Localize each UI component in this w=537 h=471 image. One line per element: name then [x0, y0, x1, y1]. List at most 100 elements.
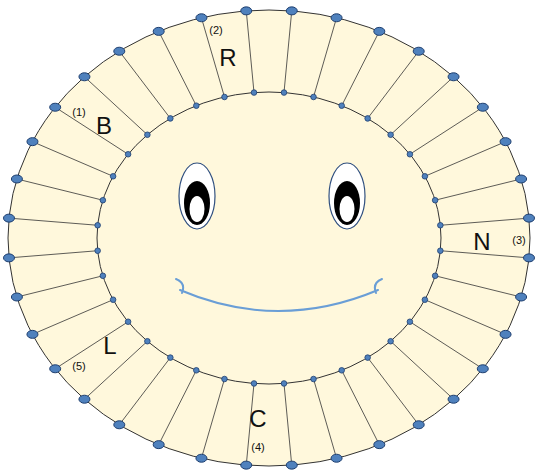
outer-dot	[448, 395, 459, 403]
pupil	[184, 181, 210, 225]
segment-divider	[55, 107, 128, 154]
segment-divider	[314, 18, 337, 97]
outer-dot	[11, 293, 22, 301]
inner-dot	[388, 338, 394, 344]
segment-divider	[314, 379, 337, 458]
inner-dot	[438, 222, 444, 228]
inner-dot	[422, 173, 428, 179]
inner-dot	[339, 103, 345, 109]
segment-letter: L	[103, 334, 116, 358]
pupil	[334, 181, 360, 225]
inner-dot	[168, 355, 174, 361]
segment-divider	[284, 11, 292, 93]
segment-divider	[368, 51, 419, 118]
segment-divider	[440, 218, 529, 225]
segment-letter: R	[219, 46, 236, 70]
outer-dot	[331, 14, 342, 22]
segment-divider	[32, 300, 113, 335]
outer-dot	[153, 27, 164, 35]
outer-dot	[241, 461, 252, 469]
inner-dot	[110, 297, 116, 303]
outer-dot	[374, 441, 385, 449]
inner-dot	[365, 116, 371, 122]
eye-white	[329, 163, 365, 229]
inner-dot	[407, 151, 413, 157]
inner-dot	[251, 90, 257, 96]
segment-divider	[391, 77, 454, 135]
inner-face	[97, 92, 441, 384]
outer-dot	[500, 138, 511, 146]
segment-divider	[9, 251, 98, 258]
outer-dot	[374, 27, 385, 35]
callout-number: (4)	[251, 442, 264, 453]
callout-number: (5)	[72, 361, 85, 372]
outer-dot	[11, 175, 22, 183]
outer-dot	[524, 214, 535, 222]
segment-divider	[410, 107, 483, 154]
outer-dot	[286, 7, 297, 15]
inner-dot	[222, 376, 228, 382]
inner-dot	[432, 273, 438, 279]
segment-divider	[84, 77, 147, 135]
inner-dot	[251, 381, 257, 387]
inner-dot	[95, 222, 101, 228]
outer-dot	[79, 73, 90, 81]
segment-divider	[391, 341, 454, 399]
outer-dot	[153, 441, 164, 449]
outer-dot	[524, 254, 535, 262]
inner-dot	[281, 90, 287, 96]
inner-dot	[432, 197, 438, 203]
segment-divider	[342, 370, 380, 444]
outer-dot	[50, 365, 61, 373]
outer-dot	[477, 103, 488, 111]
segment-divider	[55, 322, 128, 369]
segment-divider	[119, 51, 170, 118]
outer-dot	[286, 461, 297, 469]
inner-dot	[100, 197, 106, 203]
segment-divider	[435, 276, 521, 297]
segment-divider	[284, 383, 292, 465]
inner-dot	[365, 355, 371, 361]
inner-dot	[145, 338, 151, 344]
outer-dot	[516, 175, 527, 183]
outer-dot	[413, 47, 424, 55]
segment-letter: B	[96, 114, 112, 138]
segment-divider	[159, 31, 197, 105]
inner-dot	[422, 297, 428, 303]
callout-number: (2)	[209, 25, 222, 36]
inner-dot	[145, 132, 151, 138]
smile	[176, 279, 382, 311]
segment-letter: C	[249, 407, 266, 431]
segment-divider	[201, 379, 224, 458]
outer-dot	[50, 103, 61, 111]
segment-divider	[32, 142, 113, 177]
outer-dot	[516, 293, 527, 301]
eye	[329, 163, 365, 229]
inner-dot	[194, 103, 200, 109]
inner-dot	[407, 319, 413, 325]
segment-divider	[425, 300, 506, 335]
inner-dot	[194, 368, 200, 374]
segment-divider	[17, 276, 103, 297]
callout-number: (1)	[72, 107, 85, 118]
inner-dot	[125, 319, 131, 325]
segment-divider	[425, 142, 506, 177]
outer-dot	[331, 454, 342, 462]
segment-divider	[435, 179, 521, 200]
outer-dot	[477, 365, 488, 373]
callout-number: (3)	[512, 235, 525, 246]
segment-divider	[246, 11, 254, 93]
eye-glint	[190, 196, 205, 222]
outer-dot	[3, 254, 14, 262]
outer-dot	[27, 330, 38, 338]
segment-divider	[342, 31, 380, 105]
eye-white	[179, 163, 215, 229]
segment-divider	[159, 370, 197, 444]
eye-glint	[340, 196, 355, 222]
outer-dot	[196, 454, 207, 462]
outer-dot	[114, 421, 125, 429]
outer-dot	[413, 421, 424, 429]
outer-dot	[241, 7, 252, 15]
